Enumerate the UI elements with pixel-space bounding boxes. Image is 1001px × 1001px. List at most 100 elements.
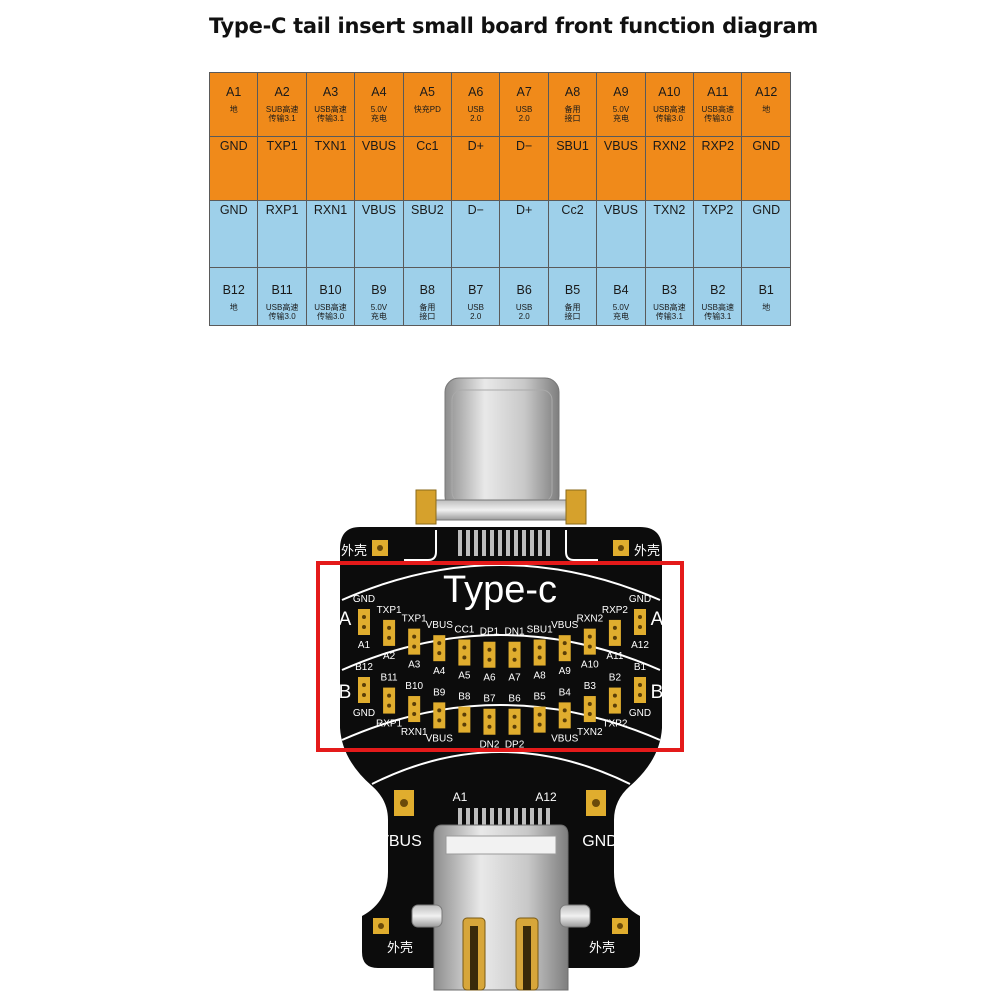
pin-signal: VBUS	[361, 203, 396, 217]
top-connector-pins	[458, 530, 550, 556]
connector-pin	[458, 530, 462, 556]
pad-pin-label: A1	[358, 640, 371, 651]
pin-number: A6	[468, 85, 484, 99]
pin-description: 地	[762, 303, 771, 312]
pin-signal: RXP2	[701, 139, 735, 153]
vbus-label: VBUS	[378, 833, 422, 850]
pin-number: A1	[226, 85, 242, 99]
pad-pin-label: A6	[483, 673, 496, 684]
pinout-cell: GND	[741, 200, 791, 268]
pin-description: 地	[229, 303, 238, 312]
connector-pin	[482, 808, 486, 828]
pad-signal-label: SBU1	[527, 625, 554, 636]
pin-signal: GND	[752, 139, 781, 153]
pin-description: 快充PD	[413, 105, 441, 114]
pad-b6	[508, 708, 521, 735]
pad-signal-label: VBUS	[426, 733, 454, 744]
pinout-cell: A4 5.0V 充电	[354, 72, 404, 137]
pin-number: A10	[658, 85, 681, 99]
pinout-cell: VBUS	[596, 136, 646, 201]
page-title: Type-C tail insert small board front fun…	[209, 14, 818, 38]
pad-signal-label: DN2	[479, 740, 499, 751]
pad-signal-label: RXN2	[576, 614, 603, 625]
pin-signal: D−	[467, 203, 484, 217]
pin-number: B6	[516, 283, 532, 297]
pin-signal: Cc2	[561, 203, 584, 217]
pin-description: USB高速 传输3.0	[653, 105, 686, 123]
pinout-cell: GND	[208, 200, 259, 268]
pad-pin-label: B7	[483, 694, 496, 705]
pad-signal-label: DP1	[480, 627, 500, 638]
pin-description: USB高速 传输3.0	[701, 105, 734, 123]
pin-signal: D+	[467, 139, 484, 153]
pad-signal-label: GND	[353, 594, 375, 605]
connector-pin	[482, 530, 486, 556]
pin-description: SUB高速 传输3.1	[265, 105, 299, 123]
pad-signal-label: VBUS	[426, 620, 454, 631]
pin-number: A4	[371, 85, 387, 99]
pinout-cell: Cc2	[547, 200, 598, 268]
pad-signal-label: RXN1	[401, 727, 428, 738]
pin-description: USB 2.0	[515, 303, 533, 321]
pad-a2	[383, 619, 396, 646]
connector-pin	[490, 530, 494, 556]
connector-pin	[538, 530, 542, 556]
pad-pin-label: B9	[433, 687, 446, 698]
connector-pin	[546, 808, 550, 828]
pinout-cell: D+	[499, 200, 549, 268]
pad-pin-label: A4	[433, 666, 446, 677]
pad-signal-label: GND	[629, 708, 651, 719]
pin-description: 5.0V 充电	[370, 105, 388, 123]
pinout-cell: Cc1	[402, 136, 453, 201]
connector-pin	[506, 530, 510, 556]
pad-b1	[634, 677, 646, 703]
pad-signal-label: VBUS	[551, 620, 579, 631]
pin-description: 5.0V 充电	[612, 303, 630, 321]
pad-pin-label: B1	[634, 662, 647, 673]
pin-signal: D−	[515, 139, 533, 153]
pad-pin-label: A9	[559, 666, 572, 677]
shell-label-bottom-left: 外壳	[387, 940, 413, 955]
pinout-cell: VBUS	[354, 200, 404, 268]
row-b-letter-right: B	[651, 682, 664, 703]
shell-label-top-right: 外壳	[634, 543, 660, 558]
pin-number: A7	[516, 85, 532, 99]
pinout-cell: D+	[451, 136, 501, 201]
pin-signal: GND	[219, 203, 248, 217]
pad-b2	[608, 687, 621, 714]
bottom-usb-c-receptacle	[411, 824, 591, 991]
pad-pin-label: A7	[508, 673, 521, 684]
pin-signal: RXP1	[265, 203, 299, 217]
pinout-cell: TXP2	[693, 200, 743, 268]
connector-pin	[530, 530, 534, 556]
pad-pin-label: A5	[458, 671, 471, 682]
highlight-box	[316, 561, 684, 752]
shell-pad-bottom-left	[373, 918, 389, 934]
pad-signal-label: TXP1	[377, 605, 402, 616]
pad-pin-label: A3	[408, 660, 421, 671]
top-mount-tabs	[415, 489, 587, 525]
pin-description: 5.0V 充电	[612, 105, 630, 123]
connector-pin	[530, 808, 534, 828]
connector-a1-label: A1	[453, 790, 468, 804]
pad-signal-label: TXP2	[602, 719, 627, 730]
shell-pad-top-left	[372, 540, 388, 556]
pin-number: B2	[710, 283, 726, 297]
connector-pin	[474, 530, 478, 556]
connector-pin	[466, 808, 470, 828]
pad-pin-label: B11	[381, 673, 398, 684]
pin-number: B9	[371, 283, 387, 297]
pad-b7	[483, 708, 496, 735]
